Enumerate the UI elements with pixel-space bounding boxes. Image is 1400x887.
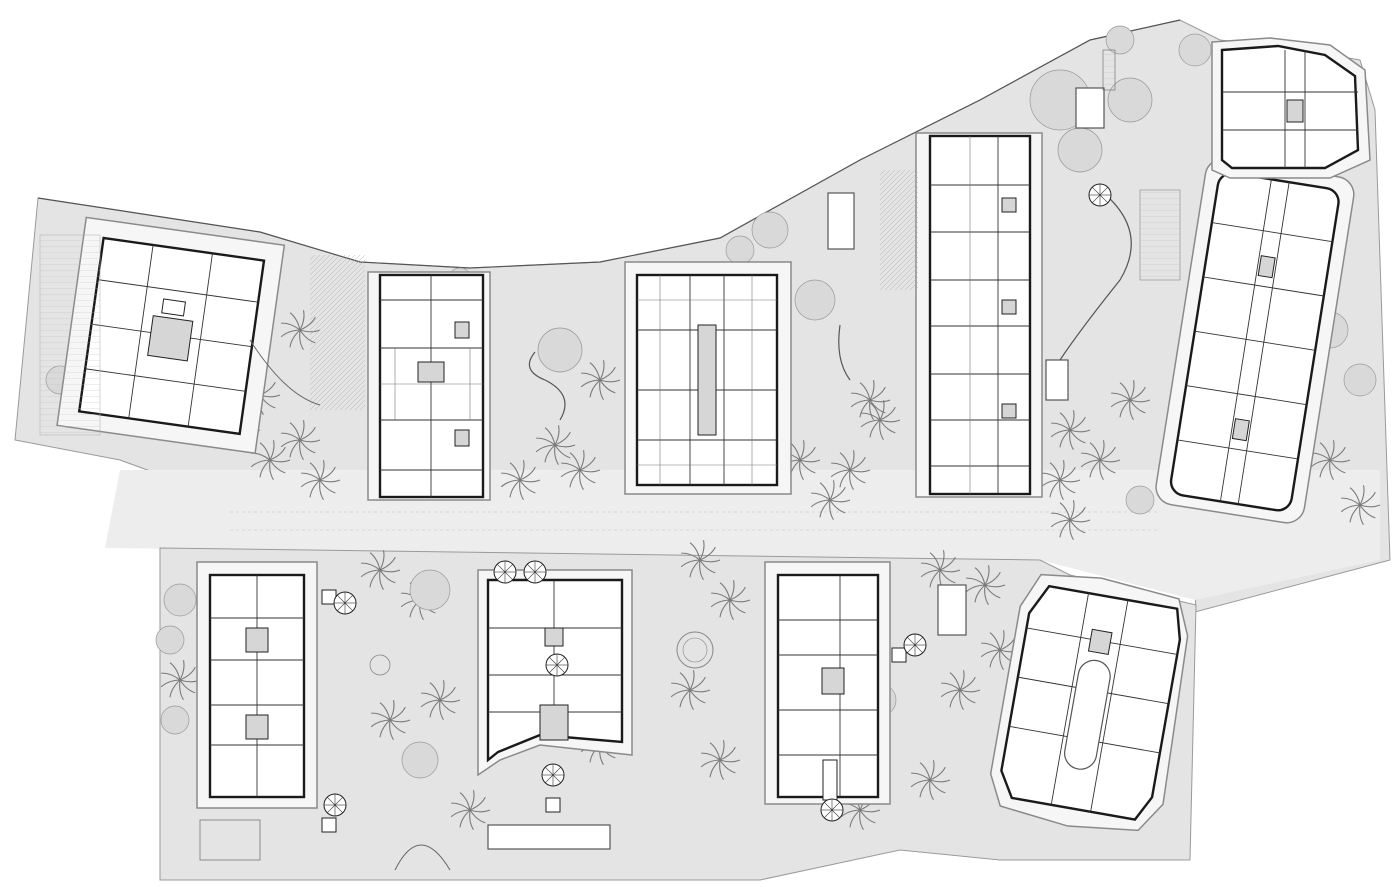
pool-icon: [827, 192, 855, 250]
palm-tree-icon: [450, 790, 491, 830]
tree-canopy-icon: [794, 279, 836, 321]
tree-canopy-icon: [409, 569, 451, 611]
palm-tree-icon: [1050, 410, 1091, 450]
building-e: [1155, 158, 1355, 524]
tree-canopy-icon: [1057, 127, 1103, 173]
palm-tree-icon: [710, 580, 751, 620]
palm-tree-icon: [965, 565, 1006, 605]
building-d: [915, 132, 1043, 498]
tree-canopy-icon: [1343, 363, 1377, 397]
palm-tree-icon: [1080, 440, 1121, 480]
palm-tree-icon: [420, 680, 461, 720]
palm-tree-icon: [670, 670, 711, 710]
palm-tree-icon: [535, 425, 576, 465]
spiral-stair-icon: [541, 763, 565, 787]
building-i: [764, 561, 967, 805]
palm-tree-icon: [250, 440, 291, 480]
tree-canopy-icon: [163, 583, 197, 617]
spiral-stairs: [323, 183, 1112, 822]
palm-tree-icon: [1110, 380, 1151, 420]
palm-tree-icon: [850, 380, 891, 420]
building-j: [989, 573, 1189, 832]
tree-canopy-icon: [537, 327, 583, 373]
paving-lines: [230, 511, 1160, 531]
palm-tree-icon: [910, 760, 951, 800]
tree-canopy-icon: [160, 705, 190, 735]
building-g: [196, 561, 337, 833]
main-path: [105, 470, 1380, 600]
tree-canopy-icon: [155, 625, 185, 655]
palm-tree-icon: [1310, 440, 1351, 480]
spiral-stair-icon: [820, 798, 844, 822]
palm-tree-icon: [1340, 485, 1381, 525]
palm-tree-icon: [700, 740, 741, 780]
palm-tree-icon: [300, 460, 341, 500]
palm-tree-icon: [940, 670, 981, 710]
tree-canopy-icon: [401, 741, 439, 779]
palm-tree-icon: [360, 550, 401, 590]
spiral-stair-icon: [903, 633, 927, 657]
palm-tree-icon: [860, 400, 901, 440]
tree-canopy-icon: [1105, 25, 1135, 55]
spiral-stair-icon: [323, 793, 347, 817]
spiral-stair-icon: [1088, 183, 1112, 207]
palm-tree-icon: [580, 360, 621, 400]
palm-tree-icon: [280, 420, 321, 460]
tree-canopy-icon: [1125, 485, 1155, 515]
palm-tree-icon: [560, 450, 601, 490]
tree-canopy-icon: [725, 235, 755, 265]
palm-tree-icon: [370, 700, 411, 740]
spiral-stair-icon: [545, 653, 569, 677]
courtyard-pool: [1064, 659, 1111, 770]
tree-canopy-icon: [1178, 33, 1212, 67]
spiral-stair-icon: [523, 560, 547, 584]
building-c: [624, 261, 792, 495]
site-features: [39, 49, 1181, 871]
building-b: [367, 271, 491, 501]
palm-tree-icon: [500, 460, 541, 500]
palm-tree-icon: [1050, 500, 1091, 540]
tree-canopy-icon: [751, 211, 789, 249]
tree-canopy-icon: [1107, 77, 1153, 123]
palm-tree-icon: [830, 450, 871, 490]
spiral-stair-icon: [333, 591, 357, 615]
boundary-curve: [37, 19, 1181, 269]
palm-tree-icon: [810, 480, 851, 520]
spiral-stair-icon: [493, 560, 517, 584]
palm-tree-icon: [680, 540, 721, 580]
building-f: [1211, 37, 1371, 179]
